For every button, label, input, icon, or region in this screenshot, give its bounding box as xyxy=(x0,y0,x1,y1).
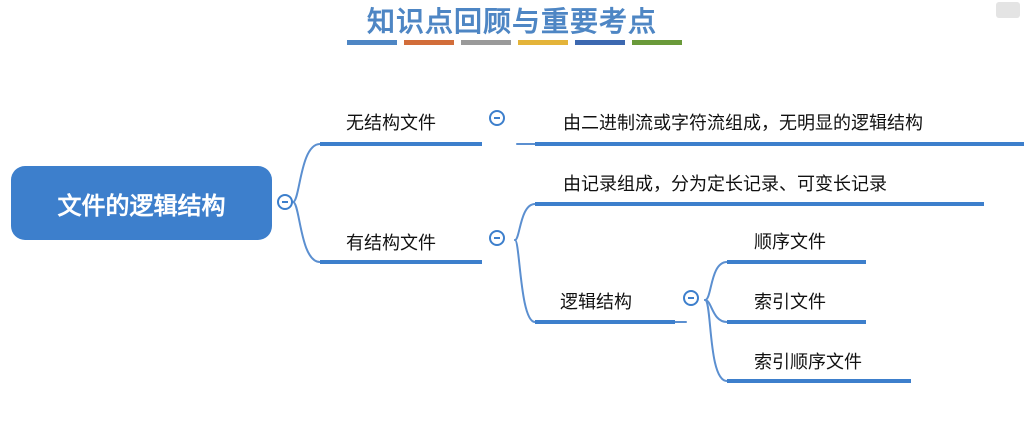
title-underline-bar-6 xyxy=(632,40,682,45)
indexed-file-label[interactable]: 索引文件 xyxy=(754,292,826,313)
connector-root-unstructured xyxy=(292,143,321,203)
root-node-label: 文件的逻辑结构 xyxy=(57,191,226,220)
unstructured-file-label[interactable]: 无结构文件 xyxy=(346,113,436,134)
structured-file-label[interactable]: 有结构文件 xyxy=(346,233,436,254)
collapse-logical-toggle-icon[interactable] xyxy=(683,290,699,306)
collapse-structured-toggle-icon[interactable] xyxy=(489,230,505,246)
page-title: 知识点回顾与重要考点 xyxy=(366,5,657,38)
connector-structured-logical xyxy=(514,239,536,323)
structured-detail-label[interactable]: 由记录组成，分为定长记录、可变长记录 xyxy=(563,174,887,195)
sequential-file-label[interactable]: 顺序文件 xyxy=(754,232,826,253)
title-underline-bar-2 xyxy=(404,40,454,45)
indexed-sequential-file-label[interactable]: 索引顺序文件 xyxy=(754,352,862,373)
root-node[interactable]: 文件的逻辑结构 xyxy=(11,166,272,240)
connector-logical-sequential xyxy=(704,261,728,301)
collapse-root-toggle-icon[interactable] xyxy=(277,194,293,210)
title-underline-bar-4 xyxy=(518,40,568,45)
title-underline-bar-3 xyxy=(461,40,511,45)
connector-logical-indexed-seq xyxy=(704,299,728,382)
logical-structure-label[interactable]: 逻辑结构 xyxy=(560,292,632,313)
connector-root-structured xyxy=(292,201,321,263)
unstructured-detail-label[interactable]: 由二进制流或字符流组成，无明显的逻辑结构 xyxy=(563,113,923,134)
connector-structured-detail xyxy=(514,203,536,241)
title-underline-bar-1 xyxy=(347,40,397,45)
corner-logo-icon xyxy=(996,2,1020,18)
collapse-unstructured-toggle-icon[interactable] xyxy=(489,110,505,126)
title-underline-bar-5 xyxy=(575,40,625,45)
